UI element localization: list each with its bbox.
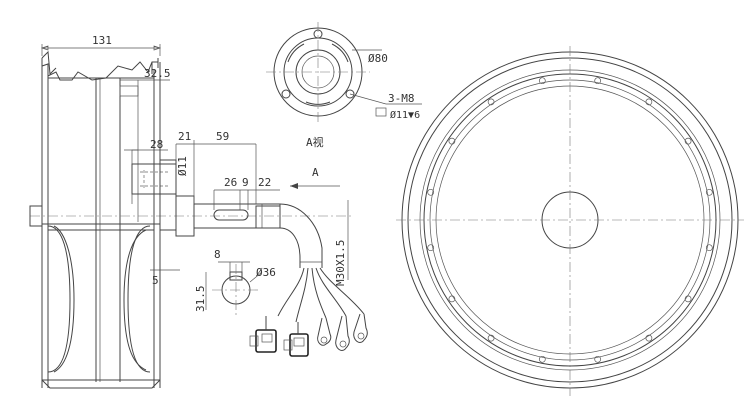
dim-28: 28: [150, 138, 163, 151]
a-view-title: A视: [306, 135, 324, 149]
dim-22: 22: [258, 176, 271, 189]
phase-terminal-1: [317, 317, 332, 346]
bolt-hole: [538, 77, 546, 85]
view-arrow-a: A: [312, 166, 319, 179]
front-view-wheel: [396, 46, 744, 396]
dim-5: 5: [152, 274, 159, 287]
bolt-hole: [645, 334, 653, 342]
dim-phi11: Ø11: [176, 156, 189, 176]
bolt-hole: [487, 334, 495, 342]
dim-9: 9: [242, 176, 249, 189]
a-view-flange: Ø80 3-M8 Ø11▼6 A视: [266, 22, 422, 149]
dim-phi36: Ø36: [256, 266, 276, 279]
bolt-hole: [684, 295, 692, 303]
side-view: 131 32.5 28 21 59 Ø11 26 9 22 A 5: [29, 34, 352, 389]
phase-terminal-2: [335, 315, 350, 351]
hole-spec: 3-M8: [388, 92, 415, 105]
cable-harness: [249, 267, 368, 357]
shaft-section: 8 Ø36 31.5: [194, 248, 276, 316]
bolt-hole: [594, 77, 602, 85]
mount-hole-3: [345, 89, 355, 99]
bolt-hole: [538, 355, 546, 363]
mount-hole-2: [281, 89, 291, 99]
dim-31-5: 31.5: [194, 286, 207, 313]
dim-26: 26: [224, 176, 237, 189]
dim-21: 21: [178, 130, 191, 143]
hole-depth: Ø11▼6: [390, 109, 420, 121]
bolt-hole: [427, 244, 435, 252]
dim-phi80: Ø80: [368, 52, 388, 65]
bolt-hole: [448, 295, 456, 303]
phase-terminal-3: [353, 313, 368, 343]
dim-59: 59: [216, 130, 229, 143]
sensor-connector: [289, 333, 309, 357]
rim-profile: [41, 58, 159, 81]
thread-spec: M30X1.5: [334, 240, 347, 286]
bolt-hole: [427, 188, 435, 196]
dim-32-5: 32.5: [144, 67, 171, 80]
bolt-hole: [487, 98, 495, 106]
bolt-hole: [705, 244, 713, 252]
bolt-hole: [448, 137, 456, 145]
bolt-hole: [645, 98, 653, 106]
bolt-hole: [594, 355, 602, 363]
dim-131: 131: [92, 34, 112, 47]
shaft-keyway: [213, 209, 249, 221]
bolt-hole: [705, 188, 713, 196]
dim-8: 8: [214, 248, 221, 261]
bolt-hole: [684, 137, 692, 145]
bolt-circle: [427, 77, 713, 363]
hall-connector: [255, 329, 277, 353]
